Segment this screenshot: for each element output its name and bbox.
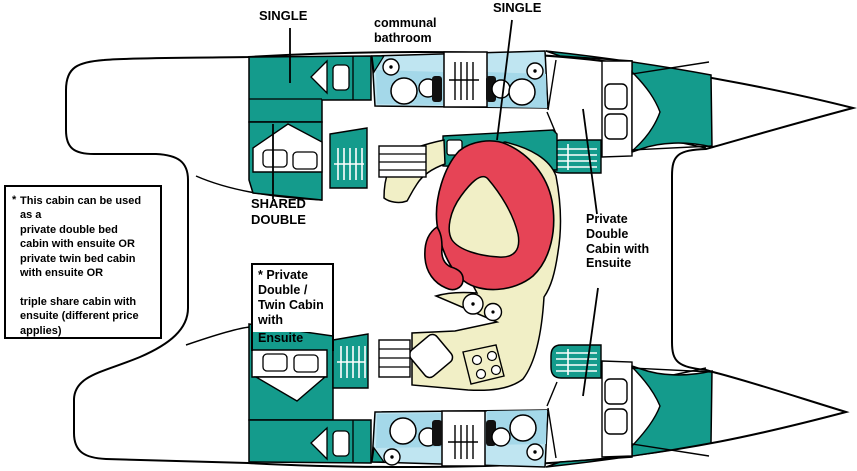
label-communal-bathroom: communal bathroom [374,16,437,45]
leader-private-bottom [582,287,599,397]
label-single-port: SINGLE [259,8,308,23]
companionway-steps-icon [378,339,411,378]
salon [378,129,562,392]
settee-red-hook [424,225,464,291]
asterisk-marker: * [12,194,17,206]
label-single-starboard: SINGLE [493,0,542,15]
ladder-icon [332,333,369,389]
communal-bathroom-top [371,50,549,109]
cabin-note-box: * This cabin can be used as a private do… [4,185,162,339]
label-private-double-cabin: Private Double Cabin with Ensuite [586,212,650,271]
companionway-steps-icon [378,145,427,178]
stove-icon [462,344,505,385]
cabin-private-twin-port [248,323,372,464]
salon-table [448,175,520,258]
stairs-icon [550,344,602,379]
leader-private-top [582,108,598,215]
leader-single-starboard [496,19,513,141]
cabin-single-port [248,55,372,123]
hull-inner-edge-bottom [185,326,251,346]
ladder-icon [329,127,368,189]
label-shared-double: SHARED DOUBLE [251,196,306,228]
private-twin-label-box: * Private Double / Twin Cabin with [251,263,334,332]
stairs-icon [550,139,602,174]
cabin-note-text: This cabin can be used as a private doub… [20,195,142,337]
cabin-private-double-bottom [545,344,713,468]
private-twin-label-ensuite: Ensuite [251,330,334,351]
shower-drain-icon [448,425,478,459]
cabin-shared-double [248,121,323,201]
shower-drain-icon [449,62,479,100]
sink-icon [389,417,417,445]
sink-icon [508,78,536,106]
communal-bathroom-bottom [371,409,549,468]
chart-table [408,333,454,379]
sink-icon [390,77,418,105]
sink-icon [509,414,537,442]
leader-lines [272,19,599,397]
shower-stall [441,410,486,467]
